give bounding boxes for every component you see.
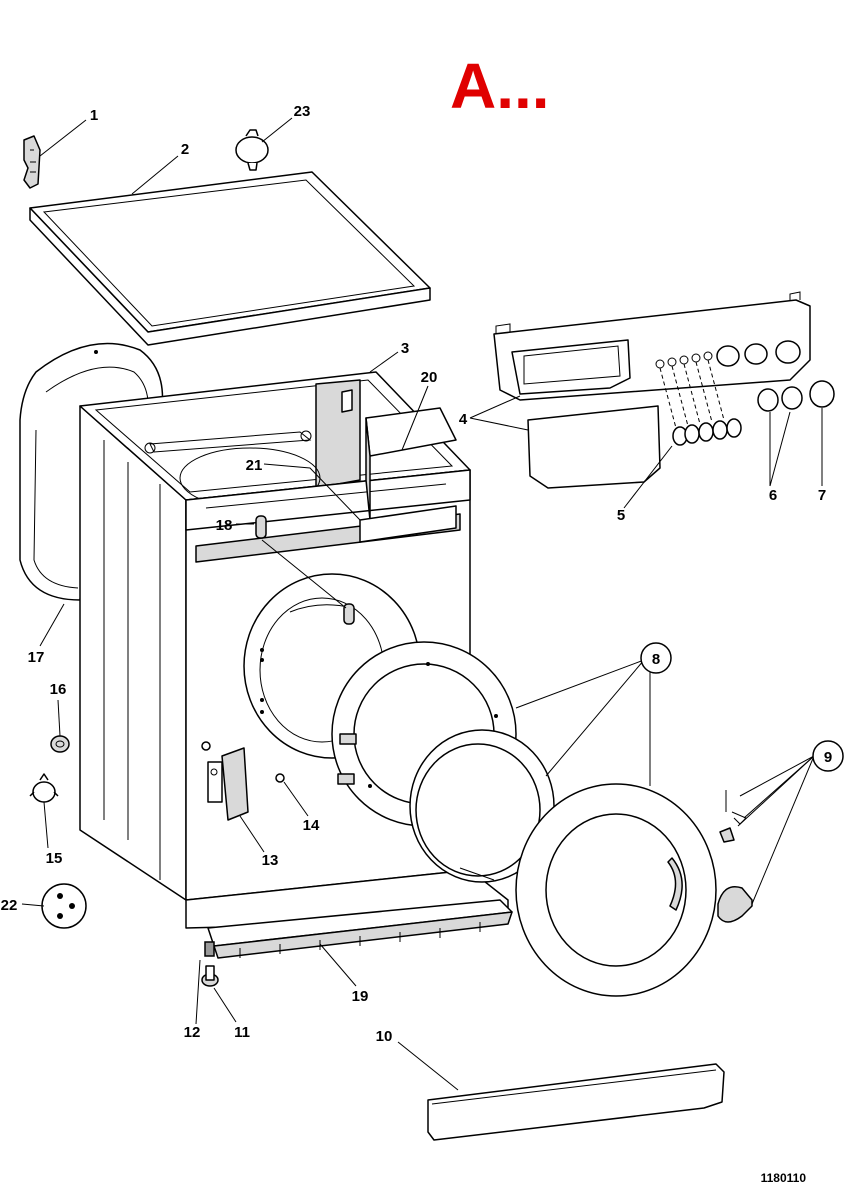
callout-15: 15 xyxy=(46,850,63,867)
callout-20: 20 xyxy=(421,369,438,386)
callout-8: 8 xyxy=(652,651,660,668)
part-9-door-handle xyxy=(717,886,753,923)
part-22-disc xyxy=(41,883,87,929)
leader-lines xyxy=(21,117,823,1091)
part-20-bracket xyxy=(365,407,457,521)
part-19-bottom-rail xyxy=(207,899,513,959)
callout-17: 17 xyxy=(28,649,45,666)
callout-1: 1 xyxy=(90,107,98,124)
part-15-cap xyxy=(29,773,59,803)
part-21-dispenser-housing xyxy=(195,505,461,563)
callout-9: 9 xyxy=(824,749,832,766)
part-2-top-panel xyxy=(29,171,431,346)
part-10-kickplate xyxy=(427,1063,725,1141)
callout-16: 16 xyxy=(50,681,67,698)
callout-10: 10 xyxy=(376,1028,393,1045)
part-8-door-inner-frame xyxy=(515,783,717,997)
callout-22: 22 xyxy=(1,897,18,914)
callout-14: 14 xyxy=(303,817,320,834)
part-8-door-glass xyxy=(409,729,555,883)
part-4-control-panel xyxy=(493,291,811,401)
part-7-knob xyxy=(809,380,835,408)
diagram-heading: A... xyxy=(450,50,550,122)
part-23-round-cap xyxy=(235,129,269,171)
part-5-push-buttons xyxy=(659,359,742,446)
callout-circle-9 xyxy=(812,740,844,772)
callout-23: 23 xyxy=(294,103,311,120)
part-6-knobs xyxy=(757,386,803,412)
callout-13: 13 xyxy=(262,852,279,869)
callout-18: 18 xyxy=(216,517,233,534)
callout-12: 12 xyxy=(184,1024,201,1041)
callout-circle-8 xyxy=(640,642,672,674)
callout-5: 5 xyxy=(617,507,625,524)
part-4-drawer-front xyxy=(527,405,661,489)
callout-3: 3 xyxy=(401,340,409,357)
callout-2: 2 xyxy=(181,141,189,158)
part-13-door-lock xyxy=(207,747,249,821)
part-16-grommet xyxy=(50,735,70,753)
part-14-screw xyxy=(201,741,285,783)
part-18-clip xyxy=(255,515,355,625)
part-1-clip xyxy=(23,135,41,189)
callout-11: 11 xyxy=(234,1024,250,1041)
callout-21: 21 xyxy=(246,457,263,474)
document-number: 1180110 xyxy=(761,1171,807,1185)
callout-6: 6 xyxy=(769,487,777,504)
callout-7: 7 xyxy=(818,487,826,504)
part-9-door-hinge-pin xyxy=(719,790,747,843)
callout-4: 4 xyxy=(459,411,468,428)
callout-19: 19 xyxy=(352,988,369,1005)
part-12-spring xyxy=(204,941,215,957)
callout-labels: 1 2 3 4 5 6 7 8 9 10 11 12 13 14 15 16 1… xyxy=(1,103,833,1045)
part-11-foot xyxy=(201,965,219,987)
